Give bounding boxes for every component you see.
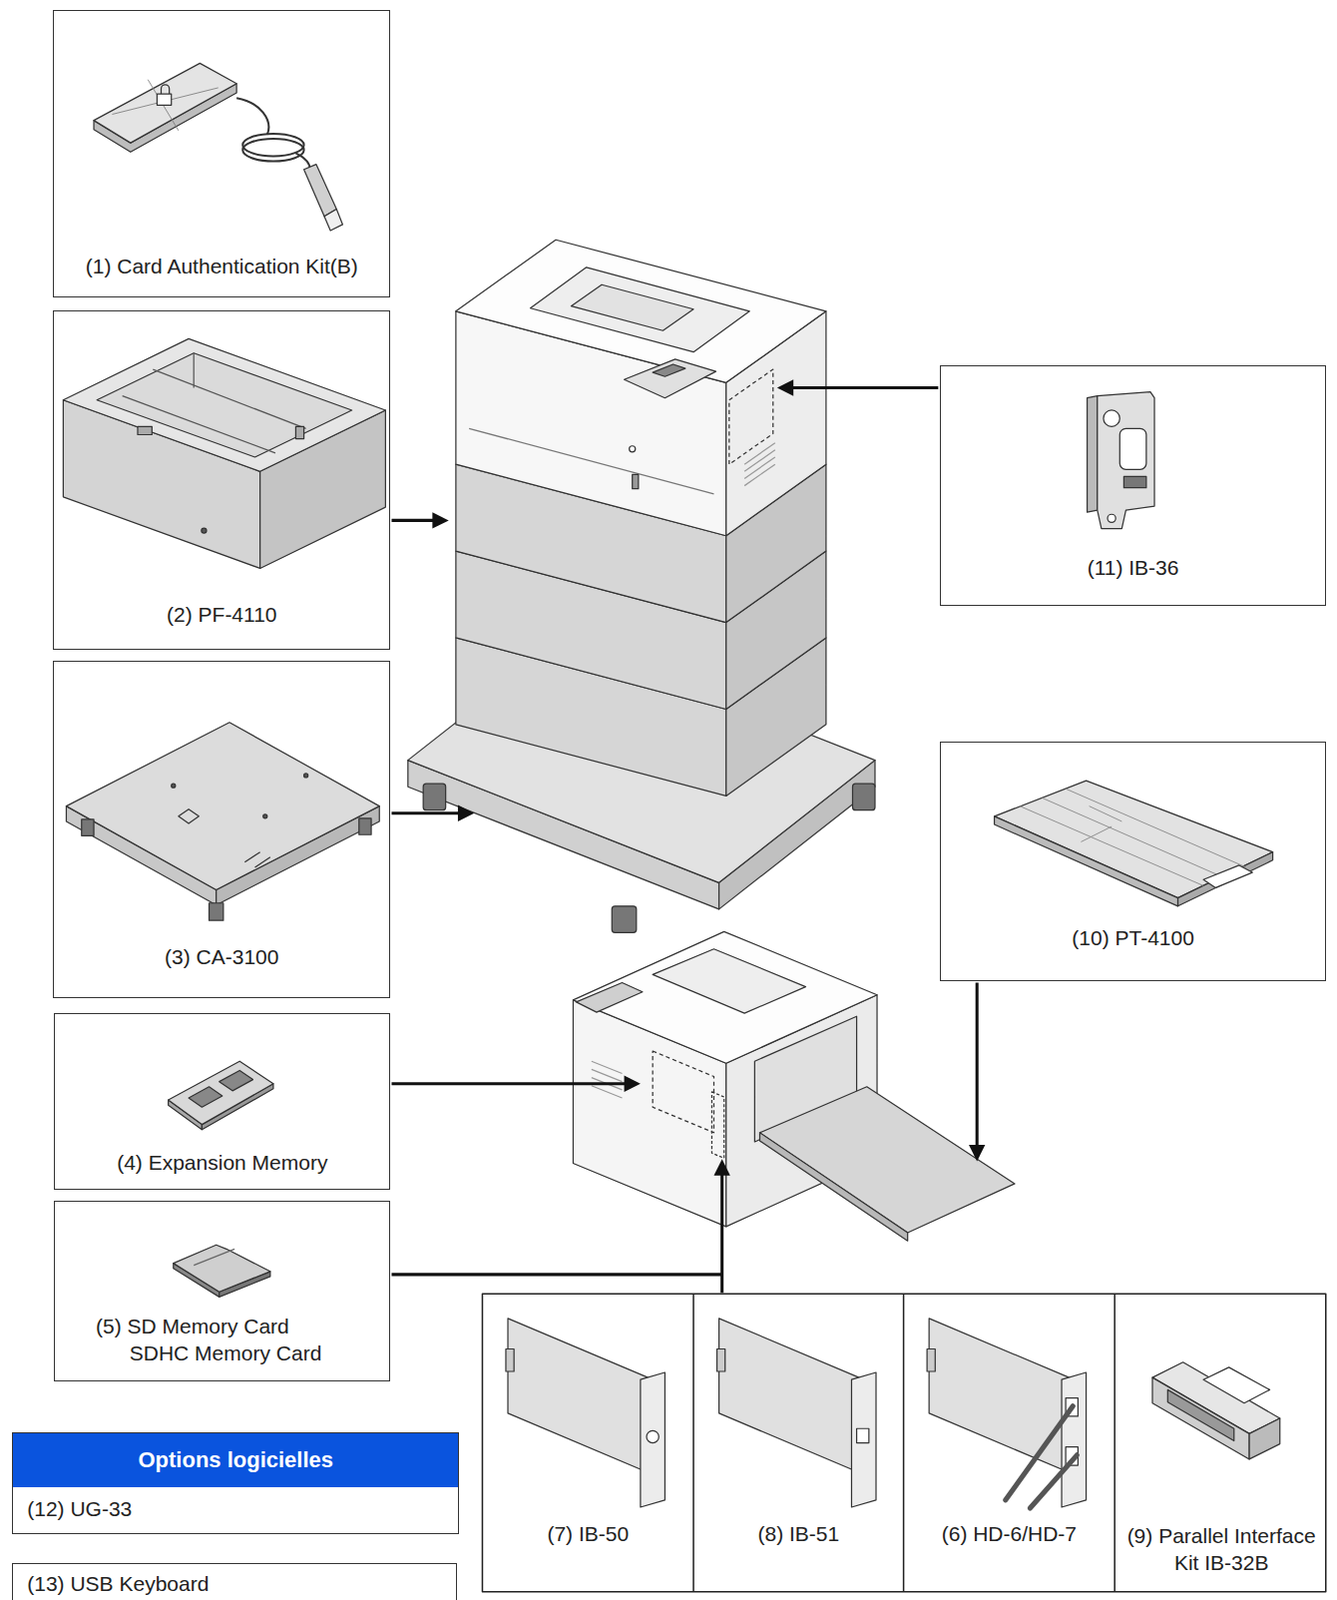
option-label: (8) IB-51: [757, 1519, 840, 1547]
option-panel: (6) HD-6/HD-7: [903, 1293, 1116, 1591]
option-box: (2) PF-4110: [52, 310, 391, 650]
option-label: (6) HD-6/HD-7: [941, 1519, 1077, 1547]
option-label: (11) IB-36: [1087, 553, 1180, 581]
option-label: SDHC Memory Card: [129, 1338, 323, 1366]
option-box: (5) SD Memory CardSDHC Memory Card: [53, 1200, 391, 1381]
option-box: (13) USB Keyboard: [11, 1562, 457, 1600]
option-box: (10) PT-4100: [939, 741, 1326, 981]
option-panel: (8) IB-51: [693, 1293, 904, 1591]
option-label: (13) USB Keyboard: [26, 1569, 209, 1597]
option-label: (3) CA-3100: [164, 942, 279, 970]
section-header: Options logicielles: [12, 1432, 458, 1487]
option-label: (12) UG-33: [12, 1486, 146, 1530]
option-label: (5) SD Memory Card: [95, 1312, 290, 1339]
option-label: (10) PT-4100: [1071, 923, 1195, 951]
option-label: (2) PF-4110: [166, 600, 278, 628]
option-label: (4) Expansion Memory: [116, 1148, 328, 1176]
option-panel: (7) IB-50: [481, 1293, 694, 1591]
option-box: (1) Card Authentication Kit(B): [52, 9, 391, 298]
option-label: (1) Card Authentication Kit(B): [85, 252, 359, 280]
option-box: (11) IB-36: [939, 365, 1326, 606]
option-label: (9) Parallel Interface Kit IB-32B: [1122, 1521, 1321, 1577]
option-box: (4) Expansion Memory: [53, 1012, 391, 1190]
option-label: (7) IB-50: [546, 1519, 629, 1547]
option-panel: (9) Parallel Interface Kit IB-32B: [1114, 1293, 1329, 1591]
option-box: (3) CA-3100: [52, 660, 391, 997]
software-options-box: Options logicielles(12) UG-33: [11, 1431, 459, 1534]
